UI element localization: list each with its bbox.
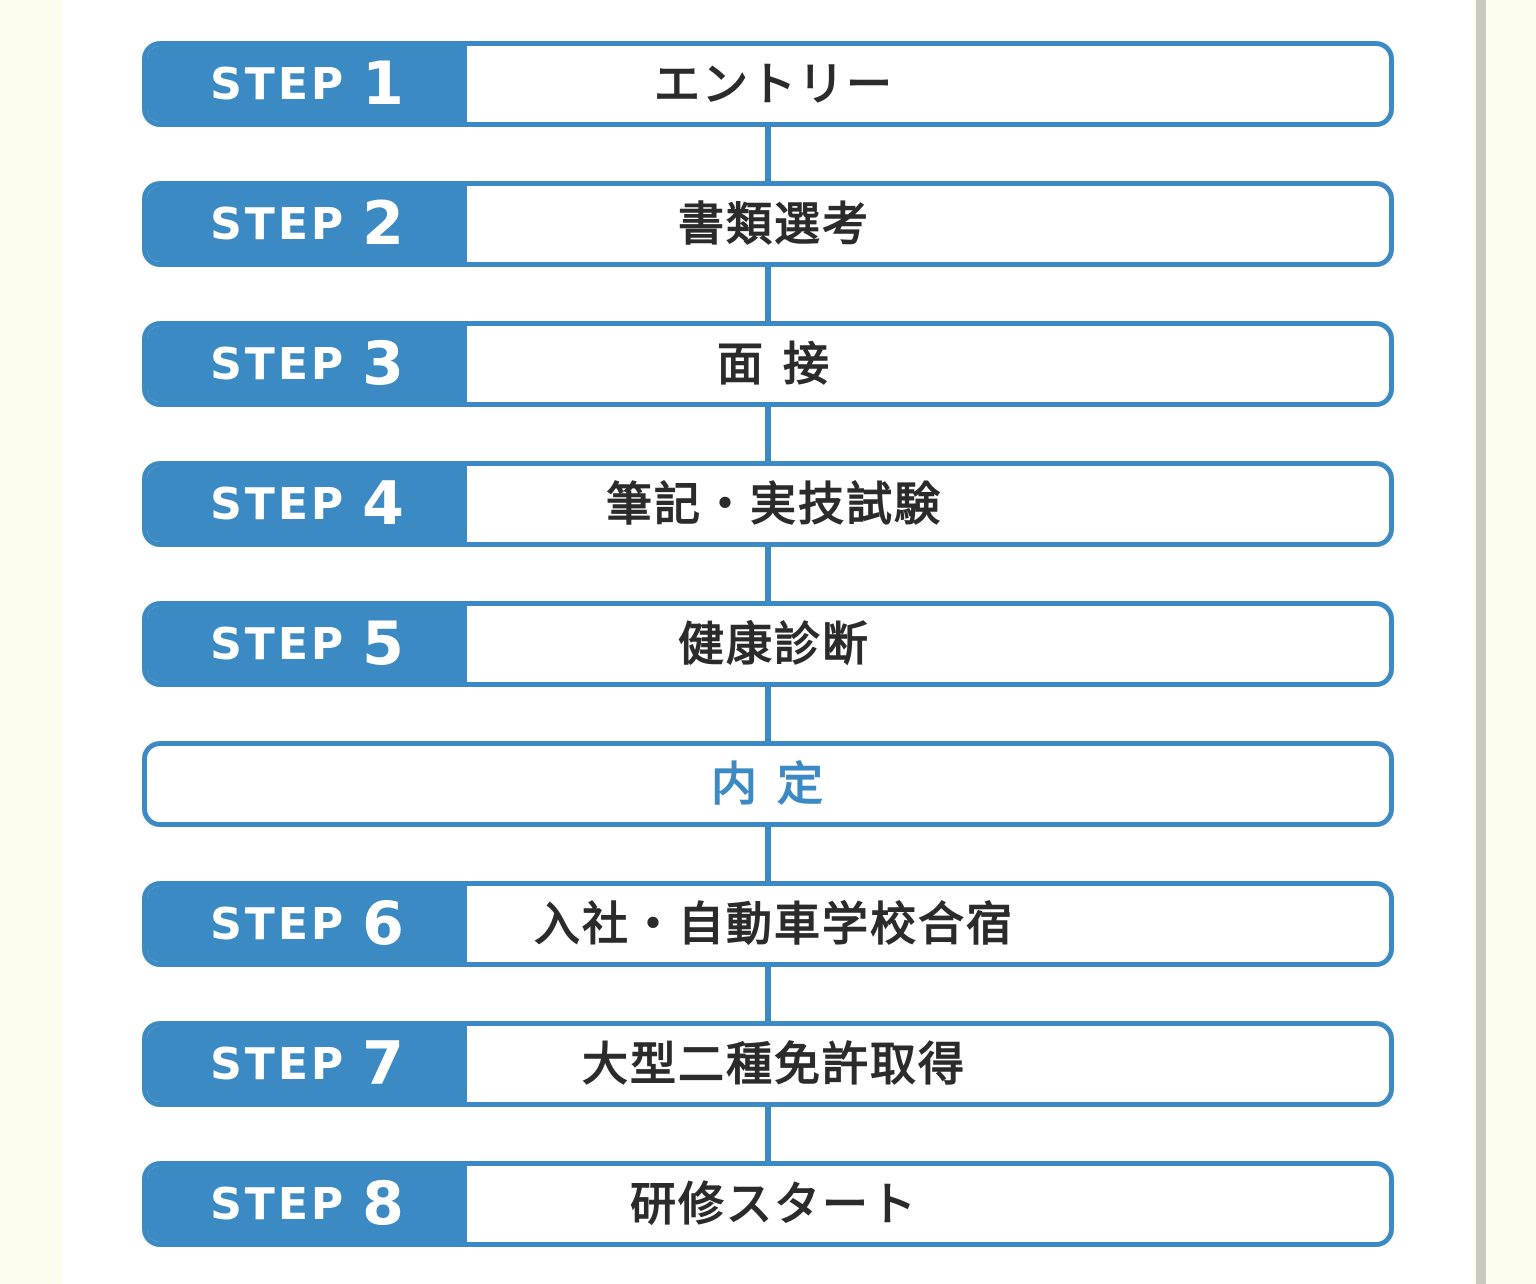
step-badge: STEP 2 (147, 186, 467, 262)
step-number: 5 (362, 609, 404, 679)
step-badge: STEP 4 (147, 466, 467, 542)
panel-edge (1476, 0, 1486, 1284)
step-number: 6 (362, 889, 404, 959)
step-word: STEP (210, 618, 347, 670)
step-number: 8 (362, 1169, 404, 1239)
connector-line (765, 126, 771, 182)
step-1: STEP 1 エントリー (142, 41, 1394, 127)
connector-line (765, 966, 771, 1022)
step-3: STEP 3 面 接 (142, 321, 1394, 407)
milestone-naitei: 内 定 (142, 741, 1394, 827)
step-label: エントリー (654, 57, 894, 111)
step-number: 2 (362, 189, 404, 259)
milestone-label: 内 定 (710, 757, 825, 811)
step-word: STEP (210, 198, 347, 250)
connector-line (765, 686, 771, 742)
step-badge: STEP 6 (147, 886, 467, 962)
step-label: 研修スタート (630, 1177, 918, 1231)
step-2: STEP 2 書類選考 (142, 181, 1394, 267)
step-number: 7 (362, 1029, 404, 1099)
step-7: STEP 7 大型二種免許取得 (142, 1021, 1394, 1107)
step-word: STEP (210, 58, 347, 110)
step-badge: STEP 5 (147, 606, 467, 682)
step-6: STEP 6 入社・自動車学校合宿 (142, 881, 1394, 967)
step-label: 面 接 (716, 337, 832, 391)
step-word: STEP (210, 338, 347, 390)
connector-line (765, 406, 771, 462)
connector-line (765, 266, 771, 322)
step-5: STEP 5 健康診断 (142, 601, 1394, 687)
step-badge: STEP 7 (147, 1026, 467, 1102)
step-badge: STEP 1 (147, 46, 467, 122)
connector-line (765, 826, 771, 882)
step-4: STEP 4 筆記・実技試験 (142, 461, 1394, 547)
connector-line (765, 546, 771, 602)
step-label: 書類選考 (678, 197, 870, 251)
step-badge: STEP 3 (147, 326, 467, 402)
step-label: 大型二種免許取得 (582, 1037, 966, 1091)
step-label: 入社・自動車学校合宿 (534, 897, 1014, 951)
step-word: STEP (210, 1038, 347, 1090)
step-8: STEP 8 研修スタート (142, 1161, 1394, 1247)
step-label: 健康診断 (678, 617, 870, 671)
step-badge: STEP 8 (147, 1166, 467, 1242)
step-word: STEP (210, 478, 347, 530)
step-word: STEP (210, 898, 347, 950)
step-number: 1 (362, 49, 404, 119)
connector-line (765, 1106, 771, 1162)
step-number: 3 (362, 329, 404, 399)
step-number: 4 (362, 469, 404, 539)
step-word: STEP (210, 1178, 347, 1230)
step-label: 筆記・実技試験 (606, 477, 942, 531)
